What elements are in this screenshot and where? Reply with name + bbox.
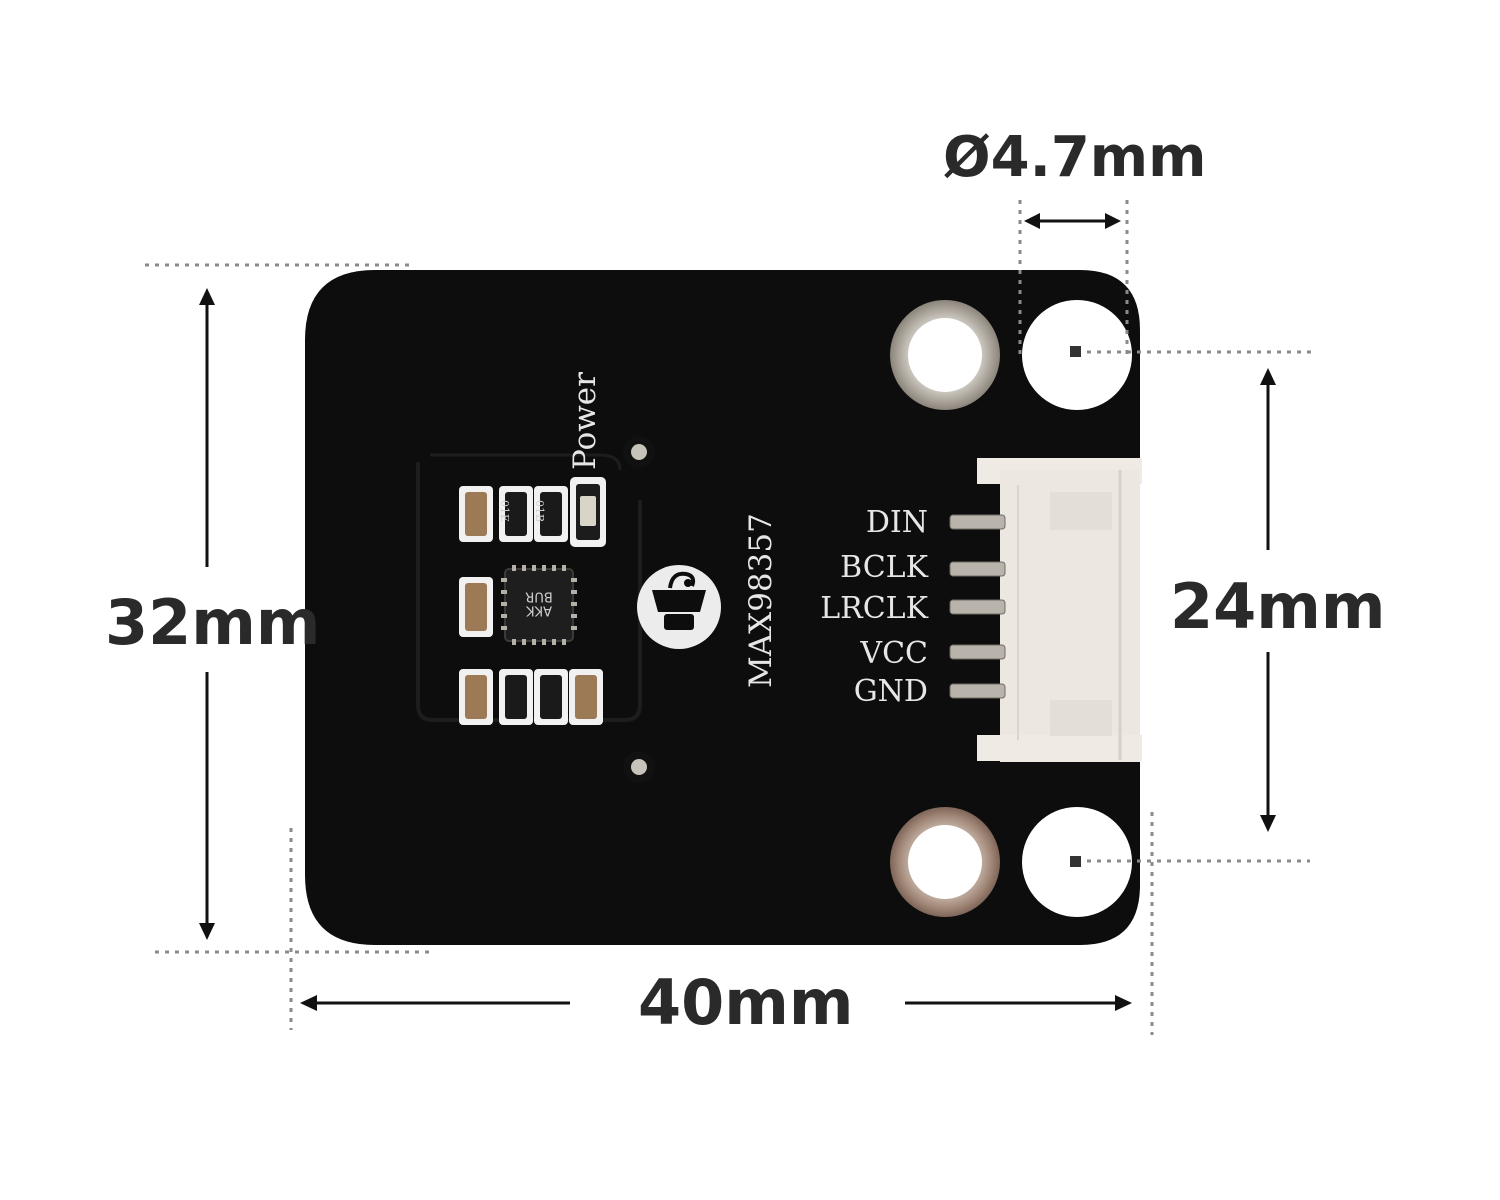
chip-marking-line-2: BUR	[525, 588, 553, 604]
capacitor-bottom-2	[569, 669, 603, 725]
height-dimension	[145, 263, 430, 954]
width-label: 40mm	[638, 966, 854, 1039]
resistor-top-2	[534, 486, 568, 542]
pin-label-lrclk: LRCLK	[820, 591, 928, 626]
resistor-marking-1: 01E	[498, 500, 511, 523]
pcb-board	[305, 270, 1140, 945]
capacitor-top-1	[459, 486, 493, 542]
pin-label-bclk: BCLK	[840, 550, 928, 585]
hole-spacing-dimension	[1070, 346, 1315, 867]
resistor-top-1	[499, 486, 533, 542]
width-dimension	[289, 812, 1154, 1035]
height-label: 32mm	[105, 586, 321, 659]
resistor-bottom-2	[534, 669, 568, 725]
hole-spacing-label: 24mm	[1170, 570, 1386, 643]
resistor-marking-2: 01B	[533, 500, 546, 523]
mounting-hole-bottom-left	[890, 807, 1000, 917]
pin-label-gnd: GND	[853, 674, 928, 709]
pin-label-din: DIN	[865, 505, 928, 540]
via-bottom	[623, 751, 655, 783]
mounting-hole-top-left	[890, 300, 1000, 410]
power-led-label: Power	[567, 372, 603, 470]
amplifier-chip	[501, 565, 577, 645]
pin-label-vcc: VCC	[860, 636, 928, 671]
trace-outline-2	[430, 453, 622, 471]
chip-name-label: MAX98357	[743, 513, 779, 688]
hole-diameter-label: Ø4.7mm	[943, 125, 1207, 190]
connector-pins	[949, 514, 1006, 699]
chip-marking-line-1: AKK	[526, 602, 552, 618]
jst-connector	[977, 458, 1142, 762]
hole-diameter-dimension	[1018, 200, 1129, 355]
via-top	[623, 436, 655, 468]
capacitor-middle	[459, 577, 493, 637]
resistor-bottom-1	[499, 669, 533, 725]
led-power	[570, 477, 606, 547]
capacitor-bottom-1	[459, 669, 493, 725]
chip-marking: AKK BUR	[519, 588, 559, 617]
speaker-logo-icon	[637, 565, 721, 649]
